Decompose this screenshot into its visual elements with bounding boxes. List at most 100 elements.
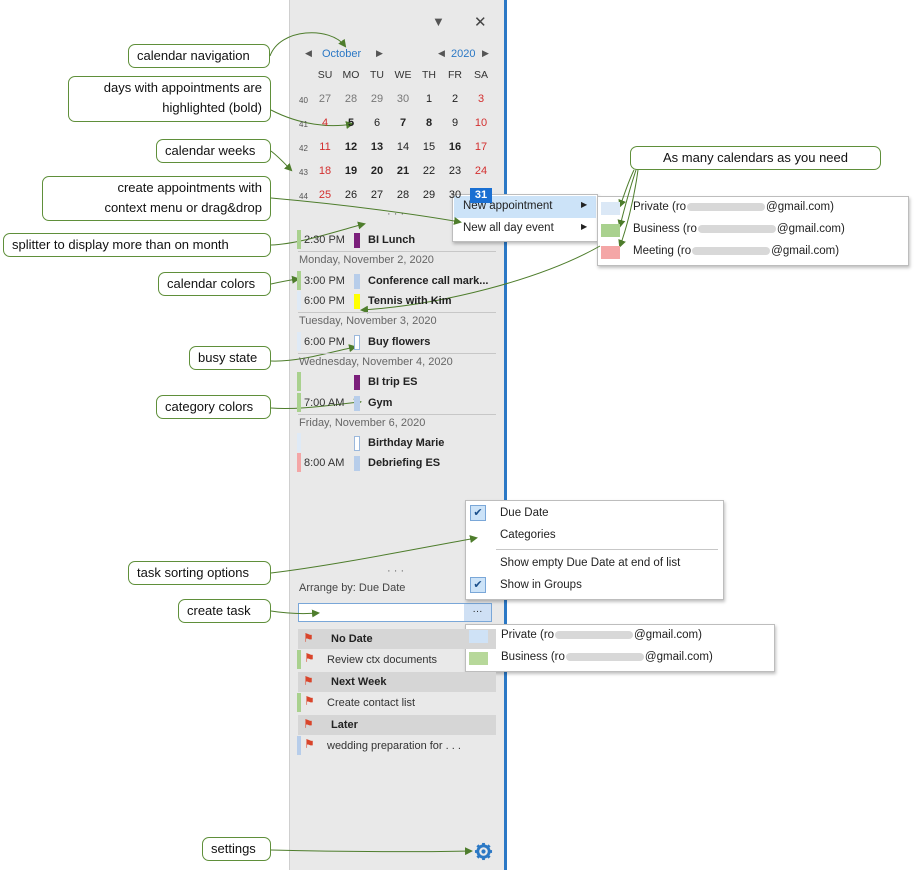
menu-item-new-appointment[interactable]: New appointment bbox=[463, 200, 553, 212]
caret-down-icon[interactable]: ▼ bbox=[432, 14, 445, 29]
calendar-day[interactable]: 10 bbox=[474, 117, 488, 129]
calendar-day[interactable]: 28 bbox=[344, 93, 358, 105]
event-title[interactable]: Tennis with Kim bbox=[368, 295, 452, 307]
event-title[interactable]: Birthday Marie bbox=[368, 437, 445, 449]
event-time[interactable]: 8:00 AM bbox=[304, 457, 345, 469]
arrange-by-label[interactable]: Arrange by: Due Date bbox=[299, 582, 406, 594]
calendar-day[interactable]: 3 bbox=[477, 93, 485, 105]
next-month-icon[interactable]: ▶ bbox=[376, 48, 383, 58]
calendar-day[interactable]: 17 bbox=[474, 141, 488, 153]
submenu-arrow-icon: ▶ bbox=[581, 200, 588, 209]
task-splitter[interactable]: · · · bbox=[387, 565, 405, 577]
year-label[interactable]: 2020 bbox=[451, 48, 476, 60]
prev-month-icon[interactable]: ◀ bbox=[305, 48, 312, 58]
calendar-day[interactable]: 25 bbox=[318, 189, 332, 201]
show-in-groups[interactable]: Show in Groups bbox=[500, 579, 582, 591]
event-time[interactable]: 3:00 PM bbox=[304, 275, 345, 287]
calendar-day[interactable]: 22 bbox=[422, 165, 436, 177]
calendar-day[interactable]: 28 bbox=[396, 189, 410, 201]
calendar-day[interactable]: 20 bbox=[370, 165, 384, 177]
task-group-header[interactable] bbox=[298, 672, 496, 692]
calendar-day[interactable]: 8 bbox=[425, 117, 433, 129]
event-title[interactable]: Conference call mark... bbox=[368, 275, 489, 287]
event-time[interactable]: 7:00 AM bbox=[304, 397, 345, 409]
menu-item-new-all-day-event[interactable]: New all day event bbox=[463, 222, 554, 234]
calendar-day[interactable]: 23 bbox=[448, 165, 462, 177]
calendar-day[interactable]: 26 bbox=[344, 189, 358, 201]
week-number[interactable]: 43 bbox=[299, 168, 308, 177]
flag-icon[interactable]: ⚑ bbox=[304, 694, 315, 708]
sort-categories[interactable]: Categories bbox=[500, 529, 556, 541]
calendar-menu-item[interactable]: Private (ro @gmail.com) bbox=[501, 629, 702, 641]
calendar-day[interactable]: 30 bbox=[396, 93, 410, 105]
calendar-day[interactable]: 12 bbox=[344, 141, 358, 153]
calendar-day[interactable]: 6 bbox=[373, 117, 381, 129]
calendar-name: Private (ro bbox=[501, 629, 555, 641]
task-group-title: Next Week bbox=[331, 676, 387, 688]
close-icon[interactable]: ✕ bbox=[474, 14, 487, 31]
event-title[interactable]: BI Lunch bbox=[368, 234, 416, 246]
event-title[interactable]: BI trip ES bbox=[368, 376, 418, 388]
task-calendar-button[interactable]: ··· bbox=[464, 604, 491, 621]
sort-due-date[interactable]: Due Date bbox=[500, 507, 549, 519]
weekday-label: MO bbox=[342, 69, 360, 81]
month-label[interactable]: October bbox=[322, 48, 362, 60]
calendar-splitter[interactable]: · · · bbox=[387, 208, 405, 220]
week-number[interactable]: 41 bbox=[299, 120, 308, 129]
calendar-day[interactable]: 30 bbox=[448, 189, 462, 201]
calendar-day[interactable]: 7 bbox=[399, 117, 407, 129]
gear-icon[interactable] bbox=[474, 842, 493, 861]
calendar-day[interactable]: 11 bbox=[319, 141, 331, 153]
task-group-title: Later bbox=[331, 719, 358, 731]
agenda-date-header: Tuesday, November 3, 2020 bbox=[299, 315, 437, 327]
week-number[interactable]: 42 bbox=[299, 144, 308, 153]
redacted-email bbox=[687, 202, 766, 211]
calendar-menu-item[interactable]: Meeting (ro@gmail.com) bbox=[633, 245, 839, 257]
flag-icon: ⚑ bbox=[303, 674, 314, 688]
calendar-day[interactable]: 24 bbox=[474, 165, 488, 177]
flag-icon[interactable]: ⚑ bbox=[304, 651, 315, 665]
category-color-bar bbox=[354, 294, 360, 309]
show-empty-due-date[interactable]: Show empty Due Date at end of list bbox=[500, 557, 681, 569]
calendar-day[interactable]: 19 bbox=[344, 165, 358, 177]
calendar-day[interactable]: 27 bbox=[370, 189, 384, 201]
calendar-day[interactable]: 15 bbox=[422, 141, 436, 153]
calendar-day[interactable]: 14 bbox=[396, 141, 410, 153]
calendar-day[interactable]: 21 bbox=[396, 165, 410, 177]
task-group-header[interactable] bbox=[298, 629, 496, 649]
calendar-menu-item[interactable]: Business (ro@gmail.com) bbox=[633, 223, 845, 235]
calendar-domain: @gmail.com) bbox=[634, 629, 702, 641]
task-item[interactable]: Create contact list bbox=[327, 697, 416, 709]
calendar-day[interactable]: 5 bbox=[347, 117, 355, 129]
task-item[interactable]: wedding preparation for . . . bbox=[327, 740, 461, 752]
calendar-day[interactable]: 13 bbox=[370, 141, 384, 153]
next-year-icon[interactable]: ▶ bbox=[482, 48, 489, 58]
prev-year-icon[interactable]: ◀ bbox=[438, 48, 445, 58]
calendar-day[interactable]: 1 bbox=[425, 93, 433, 105]
calendar-day[interactable]: 2 bbox=[451, 93, 459, 105]
calendar-day[interactable]: 18 bbox=[318, 165, 332, 177]
redacted-email bbox=[697, 224, 776, 233]
event-title[interactable]: Debriefing ES bbox=[368, 457, 441, 469]
calendar-day[interactable]: 16 bbox=[448, 141, 462, 153]
calendar-day[interactable]: 27 bbox=[318, 93, 332, 105]
event-title[interactable]: Gym bbox=[368, 397, 393, 409]
calendar-day-today[interactable]: 31 bbox=[470, 188, 492, 203]
task-item[interactable]: Review ctx documents bbox=[327, 654, 438, 666]
event-time[interactable]: 6:00 PM bbox=[304, 295, 345, 307]
event-time[interactable]: 6:00 PM bbox=[304, 336, 345, 348]
task-input[interactable] bbox=[298, 603, 492, 622]
week-number[interactable]: 44 bbox=[299, 192, 308, 201]
task-group-header[interactable] bbox=[298, 715, 496, 735]
calendar-menu-item[interactable]: Business (ro@gmail.com) bbox=[501, 651, 713, 663]
flag-icon[interactable]: ⚑ bbox=[304, 737, 315, 751]
calendar-menu-item[interactable]: Private (ro@gmail.com) bbox=[633, 201, 834, 213]
calendar-day[interactable]: 9 bbox=[451, 117, 459, 129]
event-time[interactable]: 2:30 PM bbox=[304, 234, 345, 246]
calendar-day[interactable]: 29 bbox=[370, 93, 384, 105]
week-number[interactable]: 40 bbox=[299, 96, 308, 105]
calendar-day[interactable]: 4 bbox=[321, 117, 329, 129]
calendar-name: Meeting (ro bbox=[633, 245, 692, 257]
calendar-day[interactable]: 29 bbox=[422, 189, 436, 201]
event-title[interactable]: Buy flowers bbox=[368, 336, 431, 348]
